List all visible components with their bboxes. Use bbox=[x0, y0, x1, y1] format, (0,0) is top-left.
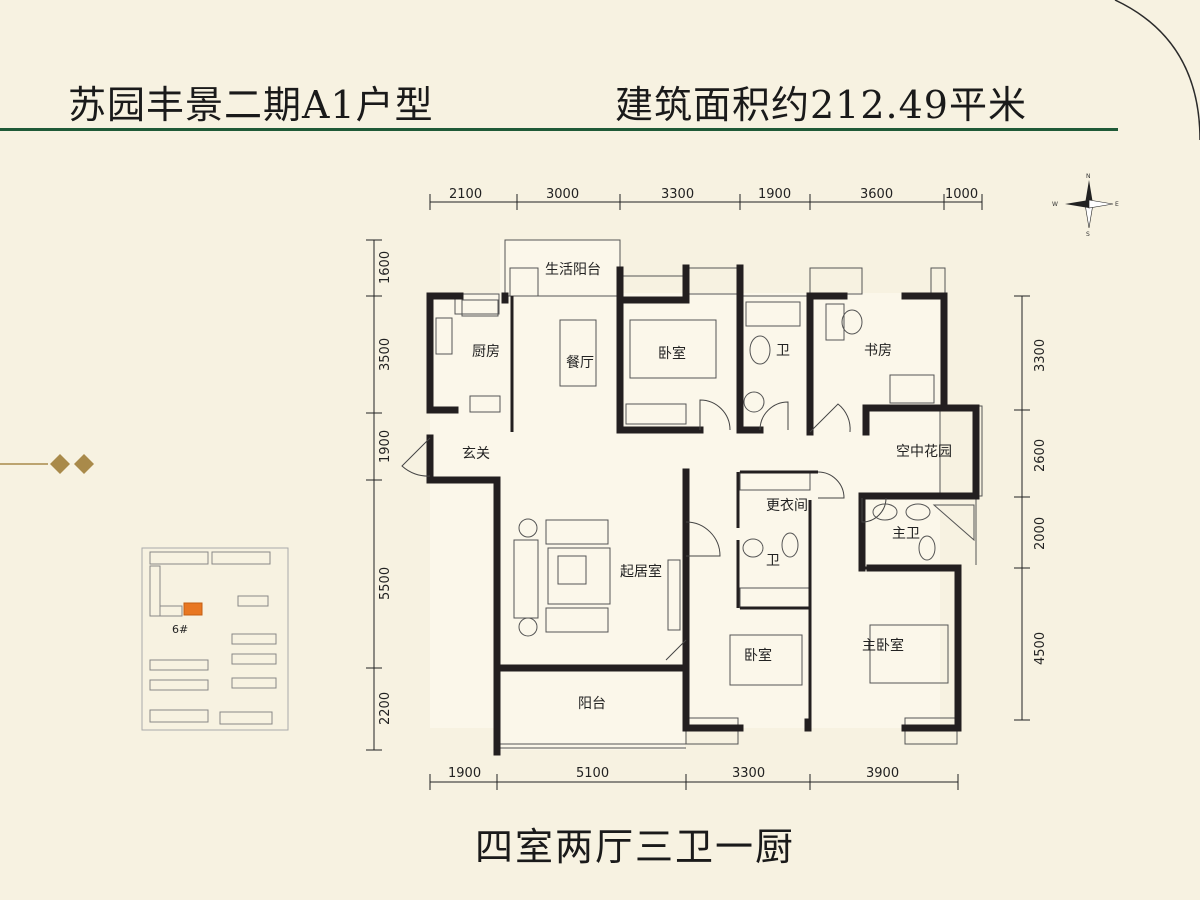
study-desk bbox=[825, 303, 845, 341]
label-master-bedroom: 主卧室 bbox=[862, 637, 904, 654]
label-living: 起居室 bbox=[620, 563, 662, 580]
floor-area-title: 建筑面积约212.49平米 bbox=[615, 83, 1027, 127]
dim-bottom-2: 5100 bbox=[576, 766, 609, 781]
compass-w: W bbox=[1052, 201, 1058, 208]
label-kitchen: 厨房 bbox=[472, 344, 500, 360]
sofa-top bbox=[545, 519, 609, 545]
dimension-labels: 2100 3000 3300 1900 3600 1000 1900 5100 … bbox=[378, 187, 1048, 781]
stove bbox=[435, 317, 453, 355]
label-life-balcony: 生活阳台 bbox=[545, 262, 601, 278]
label-bath-north: 卫 bbox=[776, 343, 790, 359]
doors bbox=[401, 399, 887, 661]
furniture bbox=[435, 299, 975, 686]
bathtub-north bbox=[745, 301, 801, 327]
label-balcony: 阳台 bbox=[578, 696, 606, 712]
dim-top-6: 1000 bbox=[945, 187, 978, 202]
label-bath-middle: 卫 bbox=[766, 553, 780, 569]
diamond-ornament bbox=[0, 454, 94, 474]
label-dining: 餐厅 bbox=[566, 355, 594, 371]
bed-north bbox=[629, 319, 717, 379]
dim-left-2: 3500 bbox=[378, 338, 393, 371]
compass-e: E bbox=[1115, 201, 1119, 208]
label-bedroom-south: 卧室 bbox=[744, 647, 772, 664]
study-sofa bbox=[889, 374, 935, 404]
room-configuration-caption: 四室两厅三卫一厨 bbox=[474, 825, 795, 869]
compass-n: N bbox=[1086, 173, 1091, 180]
dim-right-4: 4500 bbox=[1033, 632, 1048, 665]
dining-table bbox=[559, 319, 597, 387]
dimension-lines bbox=[366, 194, 1030, 790]
sofa-bottom bbox=[545, 607, 609, 633]
dim-top-5: 3600 bbox=[860, 187, 893, 202]
label-bedroom-north: 卧室 bbox=[658, 345, 686, 362]
sink bbox=[461, 299, 499, 317]
header-rule bbox=[0, 128, 1118, 131]
dim-left-5: 2200 bbox=[378, 692, 393, 725]
dim-bottom-4: 3900 bbox=[866, 766, 899, 781]
label-sky-garden: 空中花园 bbox=[896, 444, 952, 460]
highlighted-building bbox=[183, 602, 203, 616]
dim-top-4: 1900 bbox=[758, 187, 791, 202]
room-labels: 生活阳台 厨房 餐厅 卧室 卫 书房 玄关 空中花园 更衣间 主卫 起居室 卫 … bbox=[462, 262, 952, 712]
corner-tub bbox=[932, 504, 975, 542]
dim-right-1: 3300 bbox=[1033, 339, 1048, 372]
unit-type-title: 苏园丰景二期A1户型 bbox=[68, 83, 434, 127]
dim-right-3: 2000 bbox=[1033, 517, 1048, 550]
compass-s: S bbox=[1086, 231, 1090, 238]
label-study: 书房 bbox=[864, 343, 892, 359]
label-master-bath: 主卫 bbox=[892, 526, 920, 542]
coffee-table bbox=[547, 547, 611, 605]
tv-cabinet bbox=[667, 559, 681, 631]
dim-bottom-1: 1900 bbox=[448, 766, 481, 781]
dim-left-4: 5500 bbox=[378, 567, 393, 600]
dim-left-1: 1600 bbox=[378, 251, 393, 284]
dim-bottom-3: 3300 bbox=[732, 766, 765, 781]
dim-top-1: 2100 bbox=[449, 187, 482, 202]
partition-walls bbox=[510, 296, 958, 720]
label-foyer: 玄关 bbox=[462, 445, 490, 462]
bed-south bbox=[729, 634, 803, 686]
dim-left-3: 1900 bbox=[378, 430, 393, 463]
dim-right-2: 2600 bbox=[1033, 439, 1048, 472]
label-cloakroom: 更衣间 bbox=[766, 498, 808, 514]
compass-icon: N S E W bbox=[1052, 173, 1119, 238]
dim-top-3: 3300 bbox=[661, 187, 694, 202]
site-building-label: 6# bbox=[172, 623, 188, 636]
bed-master bbox=[869, 624, 949, 684]
site-key-plan bbox=[141, 547, 289, 731]
dim-top-2: 3000 bbox=[546, 187, 579, 202]
